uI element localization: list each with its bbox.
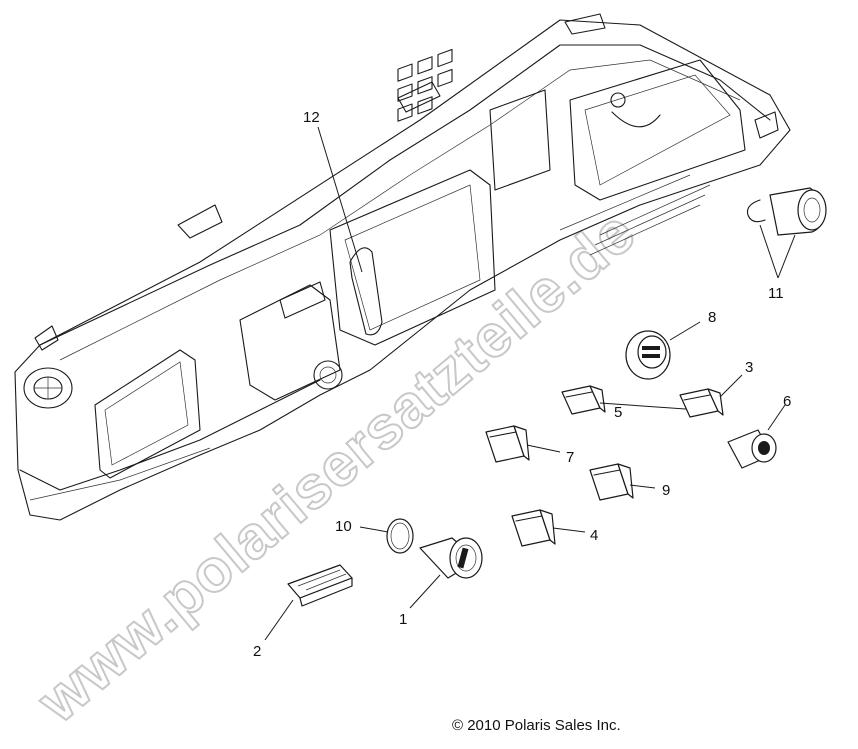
callout-7: 7: [566, 449, 574, 466]
copyright-notice: © 2010 Polaris Sales Inc.: [452, 717, 621, 734]
watermark: www.polarisersatzteile.de: [25, 197, 648, 735]
callout-10: 10: [335, 518, 352, 535]
part-4-rocker-switch: [511, 509, 586, 547]
part-5-rocker-switch: [561, 385, 701, 415]
callout-12: 12: [303, 109, 320, 126]
callout-1: 1: [399, 611, 407, 628]
part-7-rocker-switch: [485, 425, 561, 463]
callout-labels: 1 2 3 4 5 6 7 8 9 10 11 12: [253, 109, 791, 660]
part-10-o-ring: [359, 518, 414, 554]
callout-5: 5: [614, 404, 622, 421]
part-8-power-outlet: [625, 321, 701, 380]
part-3-rocker-switch: [679, 374, 743, 418]
part-2-switch-bank: [264, 564, 353, 641]
part-1-ignition-switch: [409, 537, 483, 609]
callout-4: 4: [590, 527, 598, 544]
part-9-rocker-switch: [589, 463, 656, 501]
dashboard-assembly: [14, 13, 791, 521]
callout-3: 3: [745, 359, 753, 376]
center-switch-grid: [397, 48, 453, 122]
callout-9: 9: [662, 482, 670, 499]
part-6-12v-socket: [727, 404, 786, 469]
callout-8: 8: [708, 309, 716, 326]
part-11-grommet: [746, 187, 827, 279]
callout-6: 6: [783, 393, 791, 410]
callout-11: 11: [768, 285, 784, 302]
callout-2: 2: [253, 643, 261, 660]
leader-12: [317, 126, 363, 273]
